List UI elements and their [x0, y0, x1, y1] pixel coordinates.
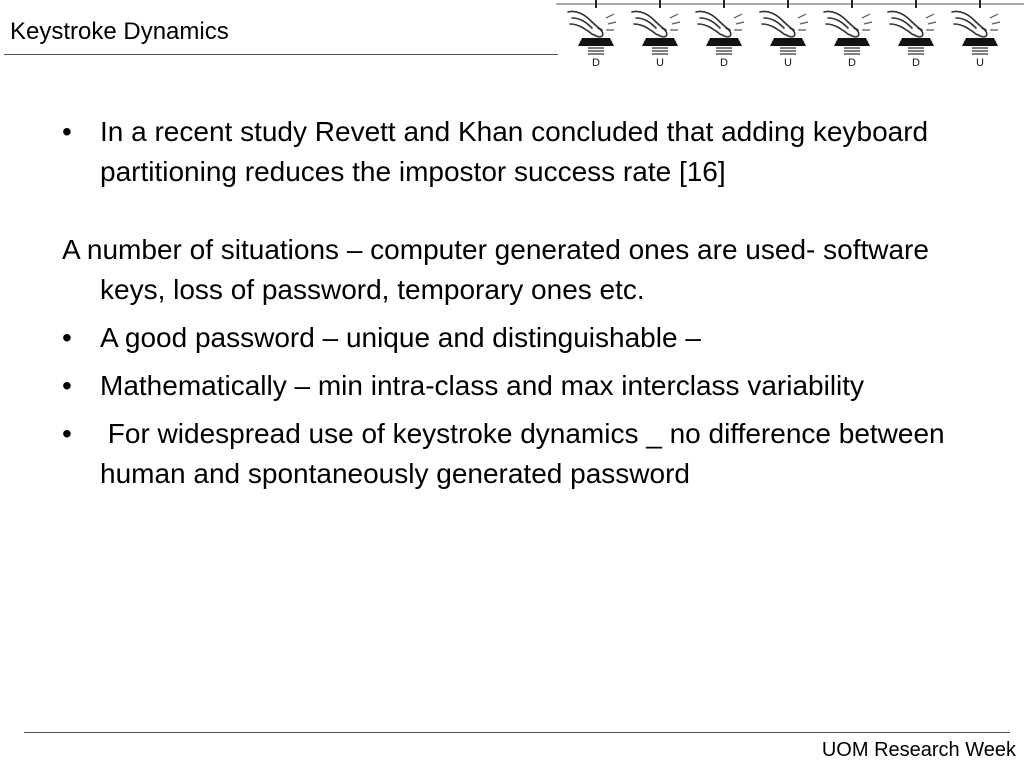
key-state-label: D	[848, 57, 856, 69]
key-icon	[770, 38, 806, 46]
key-press-unit: D	[887, 0, 937, 69]
slide-title: Keystroke Dynamics	[10, 18, 229, 45]
spring-icon	[652, 47, 668, 55]
key-press-unit: D	[567, 0, 617, 69]
bullet-marker: •	[62, 322, 72, 353]
key-icon	[898, 38, 934, 46]
spring-icon	[588, 47, 604, 55]
motion-lines	[733, 13, 745, 31]
key-state-label: D	[592, 57, 600, 69]
bullet-marker: •	[62, 116, 72, 147]
key-icon	[962, 38, 998, 46]
body-paragraph: A number of situations – computer genera…	[62, 234, 929, 305]
key-press-unit: U	[631, 0, 681, 69]
bullet-item-4: • For widespread use of keystroke dynami…	[62, 414, 980, 494]
key-state-label: U	[976, 57, 984, 69]
key-icon	[834, 38, 870, 46]
motion-lines	[797, 13, 809, 31]
hand-icon	[567, 10, 604, 38]
bullet-item-2: • A good password – unique and distingui…	[62, 318, 980, 358]
key-icon	[706, 38, 742, 46]
bullet-text: A good password – unique and distinguish…	[100, 322, 701, 353]
hand-icon	[951, 10, 988, 38]
key-state-label: D	[912, 57, 920, 69]
key-icon	[642, 38, 678, 46]
motion-lines	[669, 13, 681, 31]
key-press-unit: U	[759, 0, 809, 69]
key-press-unit: D	[823, 0, 873, 69]
bullet-item-3: • Mathematically – min intra-class and m…	[62, 366, 980, 406]
slide-body: • In a recent study Revett and Khan conc…	[62, 112, 980, 494]
motion-lines	[989, 13, 1001, 31]
header-divider	[4, 54, 558, 55]
hand-icon	[631, 10, 668, 38]
spring-icon	[972, 47, 988, 55]
bullet-text: For widespread use of keystroke dynamics…	[100, 418, 953, 489]
motion-lines	[605, 13, 617, 31]
key-press-unit: D	[695, 0, 745, 69]
hand-icon	[759, 10, 796, 38]
hand-icon	[823, 10, 860, 38]
spring-icon	[844, 47, 860, 55]
key-state-label: U	[656, 57, 664, 69]
bullet-text: In a recent study Revett and Khan conclu…	[100, 116, 929, 187]
key-state-label: D	[720, 57, 728, 69]
bullet-marker: •	[62, 370, 72, 401]
bullet-item-1: • In a recent study Revett and Khan conc…	[62, 112, 980, 192]
key-state-label: U	[784, 57, 792, 69]
spring-icon	[908, 47, 924, 55]
spring-icon	[716, 47, 732, 55]
key-press-unit: U	[951, 0, 1001, 69]
hand-icon	[887, 10, 924, 38]
motion-lines	[925, 13, 937, 31]
footer-label: UOM Research Week	[821, 739, 1016, 761]
key-icon	[578, 38, 614, 46]
bullet-marker: •	[62, 418, 72, 449]
spring-icon	[780, 47, 796, 55]
footer-divider	[24, 732, 1010, 733]
motion-lines	[861, 13, 873, 31]
hand-icon	[695, 10, 732, 38]
bullet-text: Mathematically – min intra-class and max…	[100, 370, 865, 401]
